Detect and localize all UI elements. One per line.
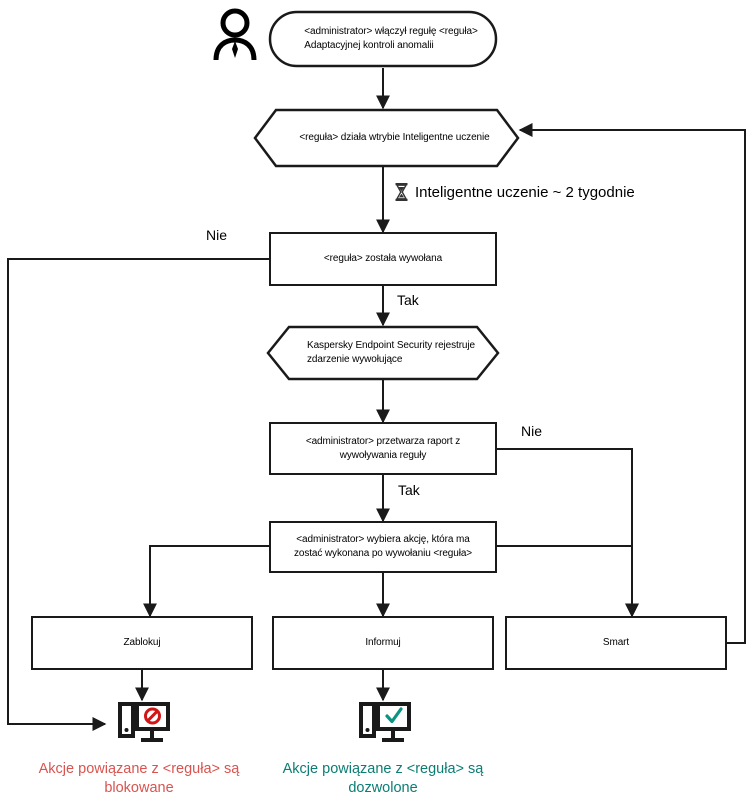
edge-label-yes-admin-report: Tak [398, 482, 420, 498]
node-smart-label: Smart [602, 637, 630, 648]
monitor-blocked-icon [118, 702, 170, 746]
person-icon [210, 8, 260, 62]
node-admin-selects-action[interactable]: <administrator> wybiera akcję, która ma … [269, 521, 497, 573]
node-rule-triggered[interactable]: <reguła> została wywołana [269, 232, 497, 286]
hourglass-icon [394, 182, 409, 202]
node-block[interactable]: Zablokuj [31, 616, 253, 670]
edge-label-no-rule-triggered: Nie [206, 227, 228, 243]
node-smart-learning[interactable]: <reguła> działa wtrybie Inteligentne ucz… [253, 108, 520, 168]
node-inform-label: Informuj [365, 637, 401, 648]
edge-label-no-admin-report: Nie [521, 423, 543, 439]
node-start[interactable]: <administrator> włączył regułę <reguła> … [268, 10, 498, 68]
monitor-allowed-icon [359, 702, 411, 746]
node-start-label: <administrator> włączył regułę <reguła> … [304, 26, 478, 51]
outcome-blocked-text: Akcje powiązane z <reguła> są blokowane [38, 761, 240, 796]
outcome-allowed-text: Akcje powiązane z <reguła> są dozwolone [282, 761, 484, 796]
node-smart-learning-label: <reguła> działa wtrybie Inteligentne ucz… [299, 132, 490, 143]
node-admin-selects-action-label: <administrator> wybiera akcję, która ma … [293, 534, 473, 559]
node-inform[interactable]: Informuj [272, 616, 494, 670]
timer-annotation: Inteligentne uczenie ~ 2 tygodnie [394, 182, 635, 202]
node-kes-logs-event[interactable]: Kaspersky Endpoint Security rejestruje z… [266, 325, 500, 381]
node-smart[interactable]: Smart [505, 616, 727, 670]
node-kes-logs-event-label: Kaspersky Endpoint Security rejestruje z… [307, 340, 475, 365]
node-rule-triggered-label: <reguła> została wywołana [323, 253, 443, 264]
timer-label-text: Inteligentne uczenie ~ 2 tygodnie [415, 183, 635, 201]
node-block-label: Zablokuj [123, 637, 161, 648]
node-admin-processes-report-label: <administrator> przetwarza raport z wywo… [305, 435, 461, 461]
node-admin-processes-report[interactable]: <administrator> przetwarza raport z wywo… [269, 422, 497, 475]
edge-label-yes-rule-triggered: Tak [397, 292, 419, 308]
